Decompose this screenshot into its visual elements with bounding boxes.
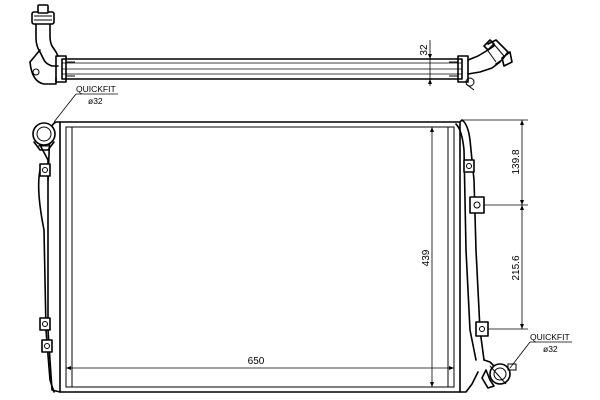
- top-view-left-tank: [55, 55, 67, 83]
- front-view-core-outer: [59, 121, 461, 393]
- dim-core-width: 650: [66, 356, 454, 370]
- dim-mount-spacing-label: 215.6: [511, 255, 522, 280]
- top-view-right-tank: [457, 55, 469, 83]
- dim-upper-mount-offset-label: 139.8: [511, 149, 522, 174]
- left-mount-lug-upper: [39, 163, 51, 177]
- dim-core-thickness: 32: [419, 40, 436, 86]
- right-mount-bracket-middle: [469, 196, 485, 214]
- left-mount-lug-lower: [39, 317, 51, 331]
- dim-core-thickness-label: 32: [419, 44, 430, 56]
- quickfit-top-connector: [32, 122, 56, 151]
- top-right-outlet-pipe: [465, 39, 513, 91]
- dim-core-height-label: 439: [421, 249, 432, 266]
- front-left-tank: [37, 121, 61, 393]
- quickfit-bottom-diameter: ø32: [543, 344, 558, 354]
- front-right-tank: [455, 119, 489, 393]
- quickfit-bottom-title: QUICKFIT: [530, 332, 570, 342]
- quickfit-top-diameter: ø32: [88, 96, 103, 106]
- left-mount-lug-bottom: [41, 339, 53, 353]
- dim-mount-positions: 139.8 215.6: [462, 119, 528, 330]
- dim-core-width-label: 650: [248, 356, 265, 367]
- top-view: 32: [29, 4, 513, 91]
- dim-core-height: 439: [421, 127, 434, 387]
- top-left-inlet-pipe: [29, 4, 59, 85]
- quickfit-top-title: QUICKFIT: [76, 84, 116, 94]
- quickfit-bottom-callout: QUICKFIT ø32: [509, 332, 572, 369]
- right-mount-lug-upper: [463, 159, 475, 173]
- front-view: 650 439 139.8 215.6: [32, 119, 528, 393]
- front-view-core-inner: [65, 126, 455, 388]
- quickfit-top-callout: QUICKFIT ø32: [53, 84, 118, 123]
- right-mount-bracket-lower: [475, 321, 489, 337]
- quickfit-bottom-connector: [481, 359, 517, 389]
